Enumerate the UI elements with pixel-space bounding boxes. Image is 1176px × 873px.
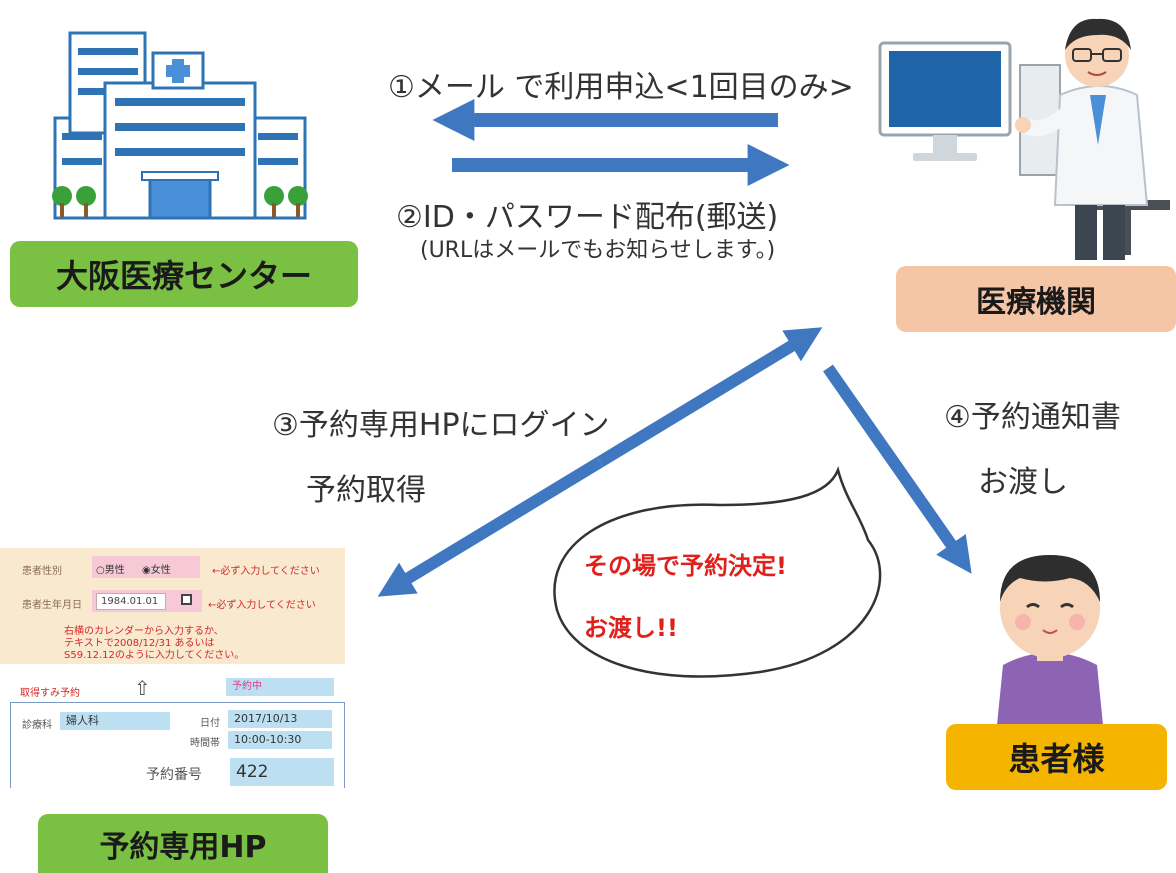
arrow-step4 <box>823 364 972 574</box>
gender-male-option[interactable]: ○男性 <box>96 565 125 576</box>
patient-boy-icon <box>997 555 1103 725</box>
hospital-label: 大阪医療センター <box>10 241 358 307</box>
help-line1: 右横のカレンダーから入力するか、 <box>64 626 224 637</box>
arrow-step3-down <box>377 456 604 597</box>
booked-card <box>10 702 345 788</box>
help-line3: S59.12.12のように入力してください。 <box>64 650 245 661</box>
step1-text: ①メール で利用申込<1回目のみ> <box>388 70 854 105</box>
speech-bubble <box>553 466 882 678</box>
gender-female-option[interactable]: ◉女性 <box>142 565 171 576</box>
step4-text-line1: ④予約通知書 <box>944 400 1121 435</box>
booked-title: 取得すみ予約 <box>20 688 80 699</box>
dept-value: 婦人科 <box>60 712 170 730</box>
gender-note: ←必ず入力してください <box>212 566 320 577</box>
step4-text-line2: お渡し <box>978 465 1068 500</box>
clinic-label: 医療機関 <box>896 266 1176 332</box>
hospital-label-text: 大阪医療センター <box>55 257 312 295</box>
dob-label: 患者生年月日 <box>22 600 82 611</box>
doctor-at-computer-icon <box>878 18 1170 260</box>
website-label: 予約専用HP <box>38 814 328 873</box>
patient-label-text: 患者様 <box>1008 740 1105 778</box>
dob-input[interactable]: 1984.01.01 <box>96 593 166 610</box>
hospital-building-icon <box>52 31 308 220</box>
bubble-line2: お渡し!! <box>584 614 678 642</box>
dept-label: 診療科 <box>22 720 52 731</box>
patient-label: 患者様 <box>946 724 1167 790</box>
date-value: 2017/10/13 <box>228 710 332 728</box>
website-label-text: 予約専用HP <box>99 829 267 865</box>
date-label: 日付 <box>200 718 220 729</box>
step3-text-line2: 予約取得 <box>306 473 426 508</box>
number-value: 422 <box>230 758 334 786</box>
gender-label: 患者性別 <box>22 566 62 577</box>
step3-text-line1: ③予約専用HPにログイン <box>272 408 610 443</box>
bubble-line1: その場で予約決定! <box>584 552 787 580</box>
help-line2: テキストで2008/12/31 あるいは <box>64 638 215 649</box>
number-label: 予約番号 <box>146 767 202 783</box>
arrow-step3-up <box>596 327 823 468</box>
time-value: 10:00-10:30 <box>228 731 332 749</box>
time-label: 時間帯 <box>190 738 220 749</box>
step2-text: ②ID・パスワード配布(郵送) <box>396 200 779 235</box>
step2-note: (URLはメールでもお知らせします。) <box>420 238 776 263</box>
up-arrow-icon: ⇧ <box>134 676 151 700</box>
status-badge-text: 予約中 <box>232 681 262 692</box>
calendar-icon[interactable] <box>181 594 192 605</box>
clinic-label-text: 医療機関 <box>976 285 1096 320</box>
dob-note: ←必ず入力してください <box>208 600 316 611</box>
status-badge: 予約中 <box>226 678 334 696</box>
gender-field <box>92 556 200 578</box>
